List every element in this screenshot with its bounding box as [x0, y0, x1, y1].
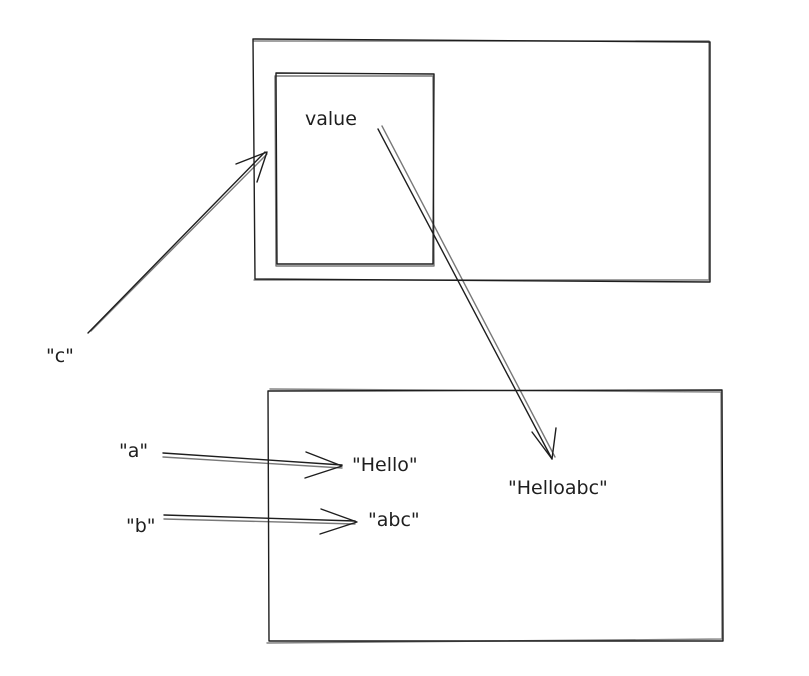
string-hello-label: "Hello" — [352, 454, 418, 476]
object-box — [252, 38, 711, 283]
string-abc-label: "abc" — [368, 509, 420, 531]
arrow-a-to-hello — [162, 451, 343, 479]
value-field-box — [274, 72, 435, 267]
variable-c-label: "c" — [46, 345, 74, 367]
arrow-value-to-helloabc — [377, 125, 557, 460]
variable-b-label: "b" — [126, 515, 156, 537]
value-field-label: value — [305, 108, 357, 130]
arrow-b-to-abc — [163, 508, 358, 535]
string-helloabc-label: "Helloabc" — [508, 477, 608, 499]
variable-a-label: "a" — [119, 440, 148, 462]
arrow-c-to-value — [87, 151, 268, 334]
string-pool-box — [266, 388, 724, 644]
